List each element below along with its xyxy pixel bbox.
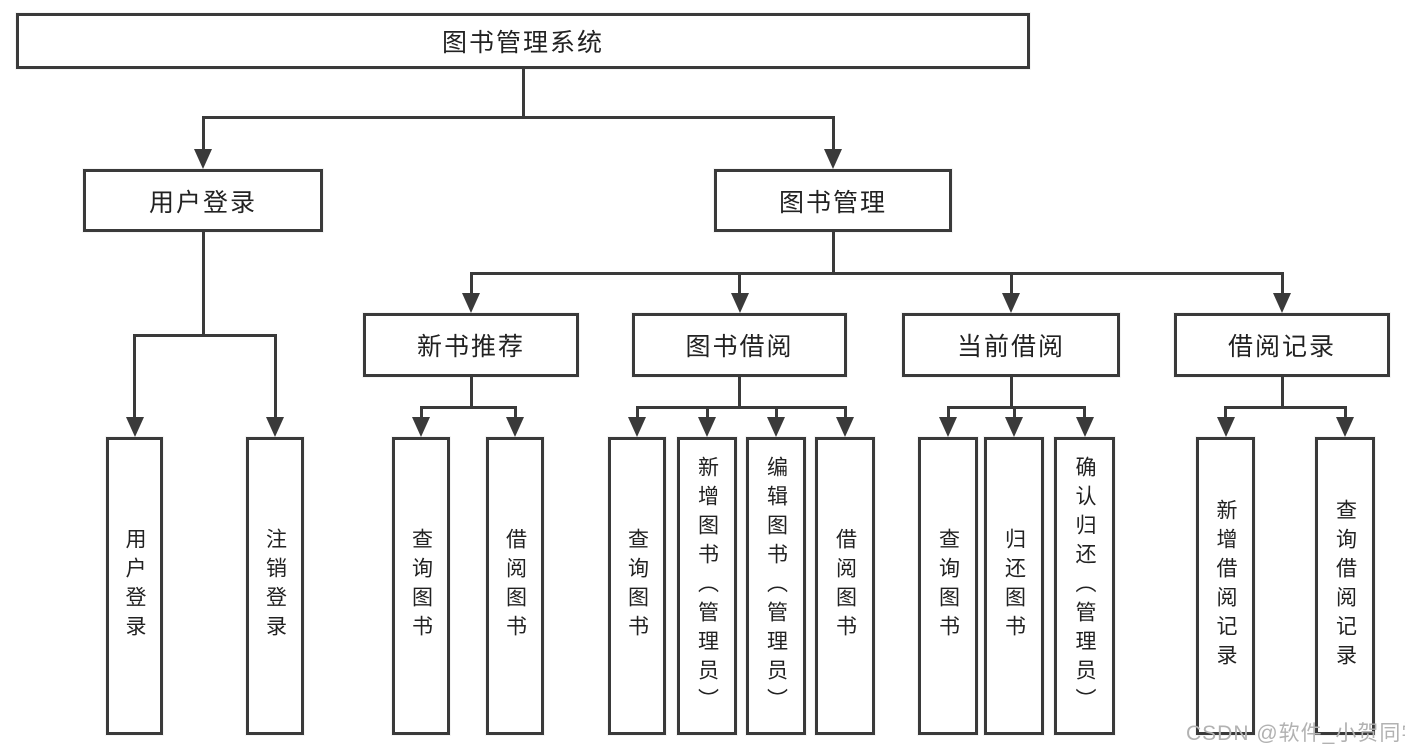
node-label-leaf-return-book: 归还图书 — [1002, 528, 1026, 644]
node-label-leaf-user-login: 用户登录 — [123, 528, 146, 644]
node-current-borrow: 当前借阅 — [902, 313, 1120, 377]
connector-splitter — [635, 405, 847, 409]
connector-arrow-down-icon — [1336, 417, 1354, 437]
node-label-leaf-add-record: 新增借阅记录 — [1214, 499, 1237, 673]
node-label-leaf-query-book-2: 查询图书 — [625, 528, 649, 644]
node-label-book-borrow: 图书借阅 — [685, 333, 794, 361]
node-label-leaf-borrow-book-2: 借阅图书 — [833, 528, 857, 644]
node-label-root: 图书管理系统 — [441, 29, 604, 57]
connector-stem — [469, 271, 473, 299]
connector-stem — [1224, 405, 1227, 423]
connector-arrow-down-icon — [1075, 417, 1094, 437]
connector-arrow-down-icon — [125, 417, 144, 437]
node-leaf-logout: 注销登录 — [246, 437, 304, 735]
node-label-leaf-query-record: 查询借阅记录 — [1333, 499, 1357, 673]
node-label-leaf-add-book: 新增图书（管理员） — [695, 455, 719, 717]
connector-arrow-down-icon — [824, 149, 842, 169]
connector-arrow-down-icon — [1002, 293, 1020, 313]
connector-arrow-down-icon — [628, 417, 646, 437]
connector-stem — [513, 405, 517, 423]
node-book-borrow: 图书借阅 — [632, 313, 847, 377]
node-label-leaf-borrow-book-1: 借阅图书 — [503, 528, 527, 644]
connector-stem — [273, 333, 277, 423]
connector-stem — [419, 405, 423, 423]
connector-arrow-down-icon — [462, 293, 480, 313]
node-root: 图书管理系统 — [16, 13, 1030, 69]
csdn-watermark: CSDN @软件_小贺同学 — [1186, 722, 1405, 745]
connector-arrow-down-icon — [939, 417, 957, 437]
node-leaf-query-record: 查询借阅记录 — [1315, 437, 1375, 735]
node-user-login: 用户登录 — [83, 169, 323, 232]
connector-arrow-down-icon — [730, 293, 749, 313]
node-label-borrow-record: 借阅记录 — [1227, 333, 1336, 361]
node-label-leaf-logout: 注销登录 — [263, 528, 287, 644]
connector-arrow-down-icon — [767, 417, 785, 437]
connector-stem — [201, 232, 205, 337]
connector-arrow-down-icon — [266, 417, 284, 437]
connector-splitter — [201, 115, 835, 119]
node-label-leaf-edit-book: 编辑图书（管理员） — [764, 455, 788, 717]
connector-stem — [738, 271, 741, 299]
connector-arrow-down-icon — [506, 417, 524, 437]
connector-stem — [469, 377, 473, 409]
node-label-leaf-query-book-1: 查询图书 — [409, 528, 433, 644]
connector-arrow-down-icon — [698, 417, 716, 437]
connector-splitter — [946, 405, 1086, 409]
node-leaf-query-book-2: 查询图书 — [608, 437, 666, 735]
connector-stem — [1083, 405, 1086, 423]
node-borrow-record: 借阅记录 — [1174, 313, 1390, 377]
connector-stem — [843, 405, 847, 423]
node-new-book-rec: 新书推荐 — [363, 313, 579, 377]
node-leaf-add-book: 新增图书（管理员） — [677, 437, 737, 735]
connector-stem — [133, 333, 136, 423]
node-leaf-add-record: 新增借阅记录 — [1196, 437, 1255, 735]
node-label-book-mgmt: 图书管理 — [778, 188, 887, 217]
connector-stem — [1280, 377, 1284, 409]
connector-stem — [831, 232, 835, 275]
connector-stem — [705, 405, 709, 423]
node-label-current-borrow: 当前借阅 — [956, 333, 1065, 361]
connector-stem — [738, 377, 741, 409]
node-leaf-user-login: 用户登录 — [106, 437, 163, 735]
connector-arrow-down-icon — [412, 417, 430, 437]
connector-splitter — [1224, 405, 1347, 409]
connector-arrow-down-icon — [1273, 293, 1291, 313]
connector-arrow-down-icon — [1005, 417, 1023, 437]
connector-stem — [831, 115, 835, 155]
node-leaf-borrow-book-1: 借阅图书 — [486, 437, 544, 735]
connector-stem — [521, 69, 525, 119]
connector-splitter — [419, 405, 517, 409]
connector-stem — [946, 405, 950, 423]
node-label-leaf-query-book-3: 查询图书 — [936, 528, 960, 644]
connector-splitter — [133, 333, 277, 337]
node-leaf-return-book: 归还图书 — [984, 437, 1044, 735]
connector-stem — [1012, 405, 1016, 423]
connector-arrow-down-icon — [836, 417, 854, 437]
connector-stem — [1343, 405, 1347, 423]
connector-stem — [1280, 271, 1284, 299]
connector-arrow-down-icon — [194, 149, 212, 169]
connector-stem — [774, 405, 778, 423]
connector-stem — [1009, 377, 1013, 409]
connector-stem — [201, 115, 205, 155]
node-leaf-edit-book: 编辑图书（管理员） — [746, 437, 806, 735]
connector-splitter — [469, 271, 1284, 275]
node-leaf-query-book-1: 查询图书 — [392, 437, 450, 735]
node-book-mgmt: 图书管理 — [714, 169, 952, 232]
connector-stem — [635, 405, 639, 423]
node-label-new-book-rec: 新书推荐 — [416, 333, 525, 361]
connector-stem — [1009, 271, 1013, 299]
node-leaf-borrow-book-2: 借阅图书 — [815, 437, 875, 735]
node-label-user-login: 用户登录 — [148, 188, 257, 217]
node-label-leaf-confirm-return: 确认归还（管理员） — [1073, 455, 1096, 717]
node-leaf-query-book-3: 查询图书 — [918, 437, 978, 735]
node-leaf-confirm-return: 确认归还（管理员） — [1054, 437, 1115, 735]
connector-arrow-down-icon — [1216, 417, 1235, 437]
